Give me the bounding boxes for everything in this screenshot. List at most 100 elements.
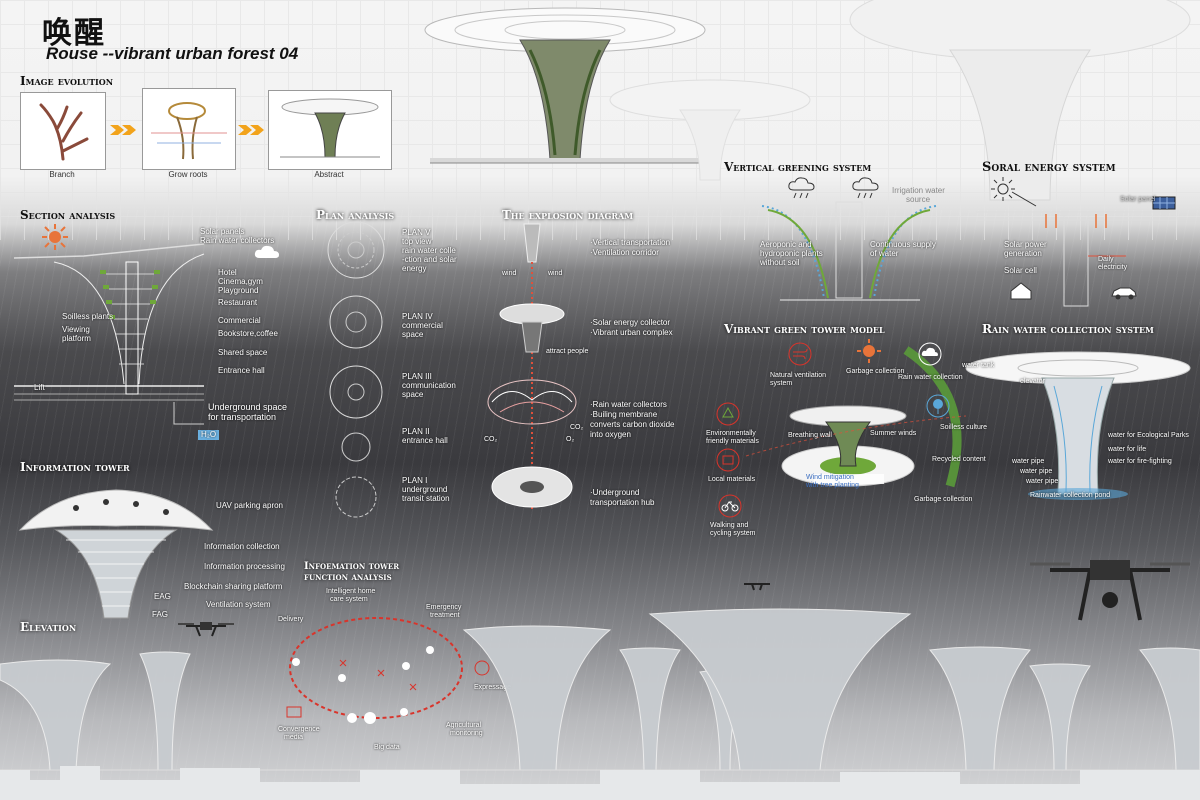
wind-mitigation-label: Wind mitigation [806, 474, 854, 481]
section-title-info-tower: Information tower [20, 460, 130, 474]
section-title-info-function: Infoemation tower [304, 561, 400, 572]
water-pipe-label-2: water pipe [1020, 468, 1053, 475]
hero-tower-illustration [424, 7, 706, 164]
summer-winds-label: Summer winds [870, 430, 917, 437]
aeroponic-label-2: hydroponic plants [760, 249, 823, 258]
plan-1-line-2: transit station [402, 494, 450, 503]
green-tower-diagram [745, 346, 967, 488]
explosion-label-4: ·Vibrant urban complex [590, 328, 673, 337]
section-drawing [13, 243, 205, 425]
irrigation-label: Irrigation water [892, 186, 945, 195]
arrow-right-icon [110, 125, 136, 135]
label-platform: platform [62, 334, 91, 343]
electricity-label: electricity [1098, 264, 1128, 271]
uav-apron-label: UAV parking apron [216, 501, 283, 510]
background-tower-mid [609, 79, 811, 181]
elevator-label: elevator [1020, 378, 1045, 385]
explosion-label-5: ·Rain water collectors [590, 400, 667, 409]
section-title-section-analysis: Section analysis [20, 208, 116, 222]
label-restaurant: Restaurant [218, 298, 258, 307]
grow-roots-icon [151, 102, 227, 160]
co2-label-right: CO₂ [570, 424, 584, 431]
soilless-culture-label: Soilless culture [940, 424, 988, 431]
label-viewing: Viewing [62, 325, 90, 334]
explosion-label-3: ·Solar energy collector [590, 318, 671, 327]
water-life-label: water for life [1108, 446, 1147, 453]
bicycle-icon [718, 494, 742, 518]
drone-icon [744, 583, 770, 591]
info-collection-label: Information collection [204, 542, 280, 551]
solar-panel-icon [1152, 196, 1176, 210]
label-rain-collectors: Rain water collectors [200, 236, 275, 245]
elevation-skyline [0, 608, 1200, 800]
rain-cloud-icon [788, 177, 815, 199]
garbage-sun-icon [857, 339, 881, 363]
plan-3-name: PLAN III [402, 372, 432, 381]
wind-label-right: wind [548, 270, 563, 277]
irrigation-label-2: source [906, 195, 931, 204]
aeroponic-label: Aeroponic and [760, 240, 812, 249]
label-hotel: Hotel [218, 268, 237, 277]
natural-ventilation-label-2: system [770, 380, 793, 387]
background-tower-right [849, 0, 1191, 201]
o2-label: O₂ [566, 436, 575, 443]
plan-drawings [327, 221, 385, 518]
explosion-label-10: transportation hub [590, 498, 655, 507]
info-processing-label: Information processing [204, 562, 285, 571]
label-playground: Playground [218, 286, 259, 295]
evolution-abstract-box [268, 90, 392, 170]
solar-cell-label: Solar cell [1004, 266, 1037, 275]
walking-cycling-label-2: cycling system [710, 530, 756, 537]
evolution-roots-box [142, 88, 236, 170]
label-lift: Lift [34, 383, 45, 392]
function-network-diagram [289, 617, 463, 724]
section-title-elevation: Elevation [20, 620, 77, 634]
plan-3-line-2: space [402, 390, 424, 399]
arrow-right-icon [238, 125, 264, 135]
water-fire-label: water for fire-fighting [1108, 458, 1172, 465]
section-title-vertical-greening: Vertical greening system [724, 160, 872, 174]
page-title-en: Rouse --vibrant urban forest 04 [46, 44, 299, 63]
eag-label: EAG [154, 592, 171, 601]
env-materials-label: Environmentally [706, 430, 756, 437]
water-eco-label: water for Ecological Parks [1108, 432, 1189, 439]
rainwater-pond-label: Rainwater collection pond [1030, 492, 1111, 499]
solar-system-drawing [976, 191, 1176, 307]
explosion-label-8: into oxygen [590, 430, 631, 439]
expressage-label: Expressage [474, 684, 511, 691]
smart-home-label: Intelligent home [326, 588, 376, 595]
solar-power-label-2: generation [1004, 249, 1042, 258]
plan-5-line-2: rain water colle [402, 246, 456, 255]
label-cinema-gym: Cinema,gym [218, 277, 263, 286]
evolution-caption-roots: Grow roots [168, 170, 208, 179]
label-soilless-plants: Soilless plants [62, 312, 114, 321]
evolution-caption-abstract: Abstract [314, 170, 344, 179]
label-commercial: Commercial [218, 316, 261, 325]
wind-mitigation-label-2: with tree planting [806, 482, 859, 489]
sun-icon [991, 177, 1015, 201]
aeroponic-label-3: without soil [760, 258, 800, 267]
explosion-label-9: ·Underground [590, 488, 640, 497]
vertical-greening-drawing [761, 201, 937, 301]
plan-1-name: PLAN I [402, 476, 428, 485]
h2o-badge: H₂O [198, 430, 220, 440]
water-tank-label: water tank [962, 362, 995, 369]
convergence-label-2: media [284, 734, 304, 741]
agri-label-2: monitoring [450, 730, 483, 737]
rain-water-collection-label: Rain water collection [898, 374, 963, 381]
daily-label: Daily [1098, 256, 1114, 263]
smart-home-label-2: care system [330, 596, 368, 603]
walking-cycling-label: Walking and [710, 522, 749, 529]
plan-2-line-1: entrance hall [402, 436, 448, 445]
evolution-caption-branch: Branch [49, 170, 75, 179]
plan-4-line-2: space [402, 330, 424, 339]
page-title-cn: 唤醒 [42, 16, 106, 51]
wind-icon [788, 342, 812, 366]
car-icon [1111, 287, 1137, 300]
drone-icon [1030, 560, 1190, 621]
house-icon [1010, 282, 1032, 300]
abstract-tower-icon [280, 98, 380, 158]
plan-2-name: PLAN II [402, 427, 430, 436]
plan-5-line-4: energy [402, 264, 427, 273]
